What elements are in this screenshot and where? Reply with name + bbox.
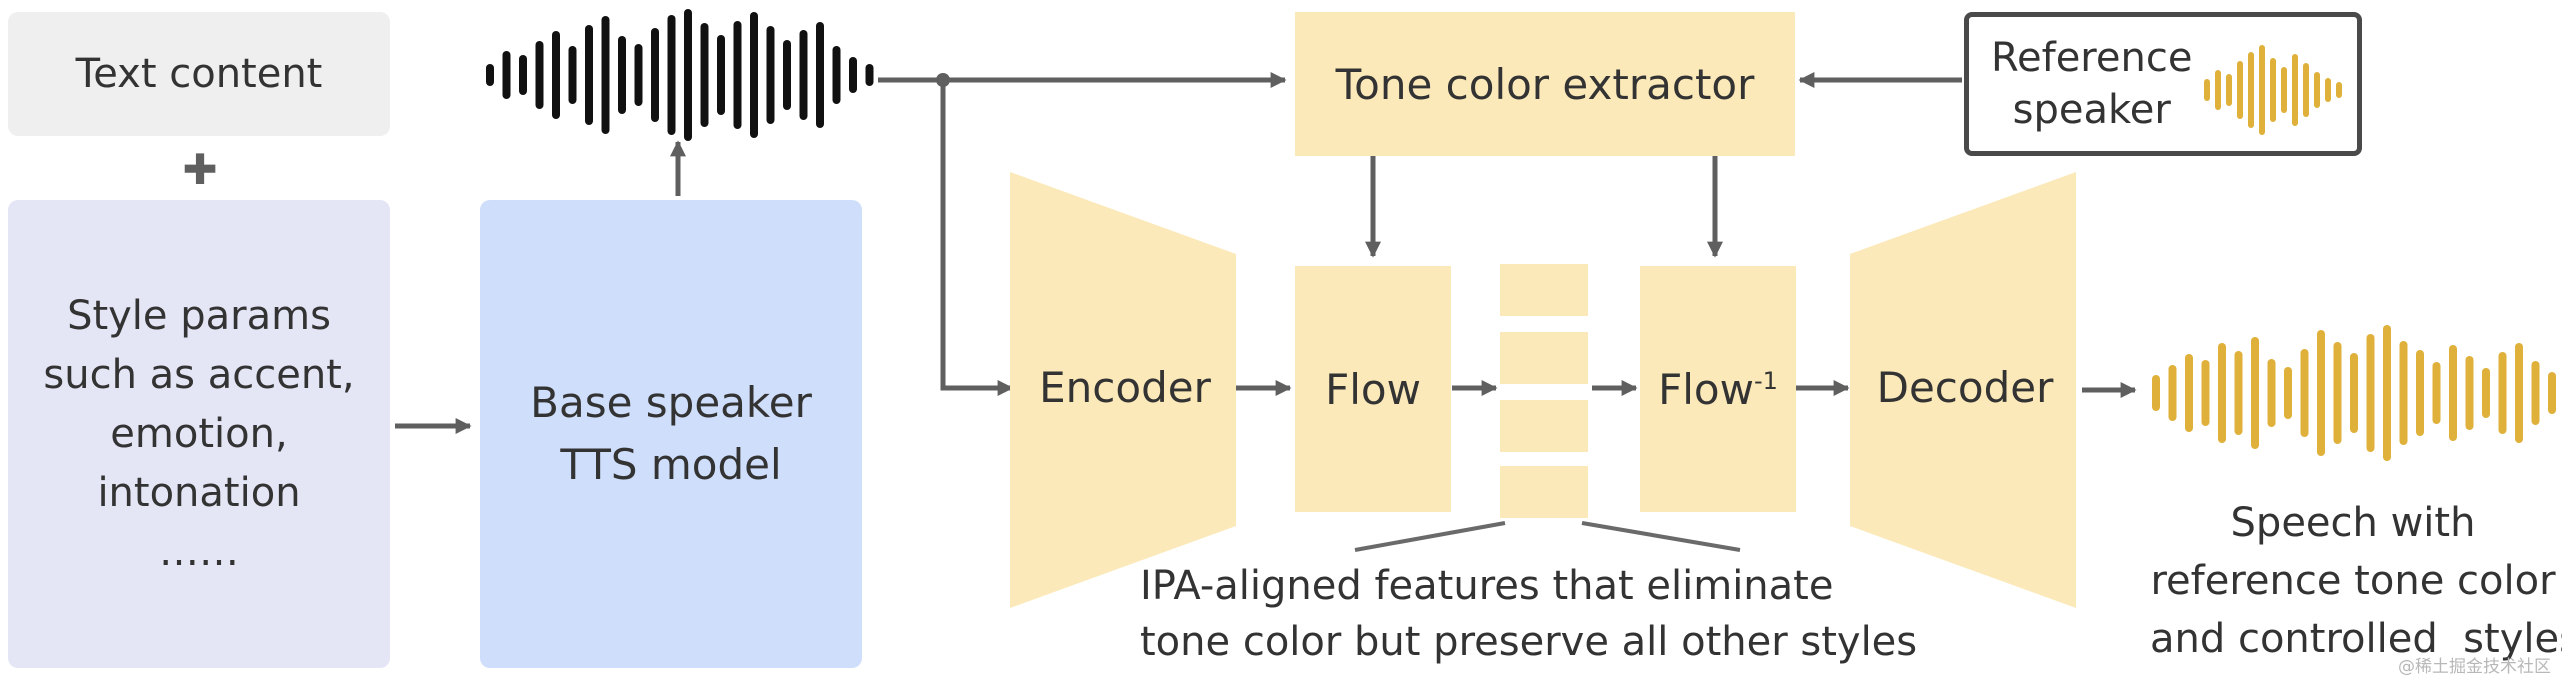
plus-icon: ✚ <box>182 145 218 194</box>
flow-inverse-exponent: -1 <box>1753 366 1778 395</box>
encoder-label: Encoder <box>1039 363 1211 412</box>
encoder-block <box>1010 172 1236 608</box>
text-content-label: Text content <box>75 51 323 97</box>
reference-speaker-box: Reference speaker <box>1964 12 2362 156</box>
output-waveform-icon <box>2152 325 2556 461</box>
output-speech-caption: Speech with reference tone color and con… <box>2150 494 2562 668</box>
feature-block-4 <box>1500 466 1588 518</box>
style-params-line-3: emotion, <box>110 410 288 457</box>
branch-junction-dot <box>936 73 950 87</box>
base-tts-line-1: Base speaker <box>530 378 812 427</box>
flow-inverse-label: Flow-1 <box>1658 364 1778 414</box>
flow-inverse-box: Flow-1 <box>1640 266 1796 512</box>
ipa-caption-line-1: IPA-aligned features that eliminate <box>1140 563 1834 609</box>
reference-line-1: Reference <box>1991 35 2193 81</box>
arrow-wave-to-encoder <box>940 80 1014 397</box>
base-tts-line-2: TTS model <box>560 440 782 489</box>
style-params-line-1: Style params <box>67 292 331 339</box>
feature-block-3 <box>1500 400 1588 452</box>
decoder-label: Decoder <box>1876 363 2054 412</box>
style-params-box: Style params such as accent, emotion, in… <box>8 200 390 668</box>
output-caption-line-2: reference tone color <box>2150 558 2556 604</box>
output-caption-line-1: Speech with <box>2230 500 2476 546</box>
tone-extractor-label: Tone color extractor <box>1335 59 1755 109</box>
flow-label: Flow <box>1325 364 1421 414</box>
text-content-box: Text content <box>8 12 390 136</box>
ipa-caption-line-2: tone color but preserve all other styles <box>1140 619 1918 665</box>
pointer-line-right <box>1581 521 1741 552</box>
style-params-line-4: intonation <box>97 469 301 516</box>
decoder-block <box>1850 172 2076 608</box>
tone-color-extractor-box: Tone color extractor <box>1295 12 1795 156</box>
base-speaker-tts-box: Base speaker TTS model <box>480 200 862 668</box>
reference-waveform-icon <box>2204 45 2342 135</box>
style-params-ellipsis: …… <box>159 528 239 575</box>
ipa-features-caption: IPA-aligned features that eliminate tone… <box>1140 558 1918 670</box>
style-params-line-2: such as accent, <box>43 351 355 398</box>
feature-block-1 <box>1500 264 1588 316</box>
pointer-line-left <box>1354 521 1506 552</box>
feature-block-2 <box>1500 332 1588 384</box>
reference-speaker-text: Reference speaker <box>1991 32 2192 136</box>
input-waveform-icon <box>486 9 874 141</box>
flow-box: Flow <box>1295 266 1451 512</box>
watermark-text: @稀土掘金技术社区 <box>2398 657 2551 677</box>
output-caption-line-3: and controlled styles <box>2150 616 2562 662</box>
reference-line-2: speaker <box>2012 87 2171 133</box>
